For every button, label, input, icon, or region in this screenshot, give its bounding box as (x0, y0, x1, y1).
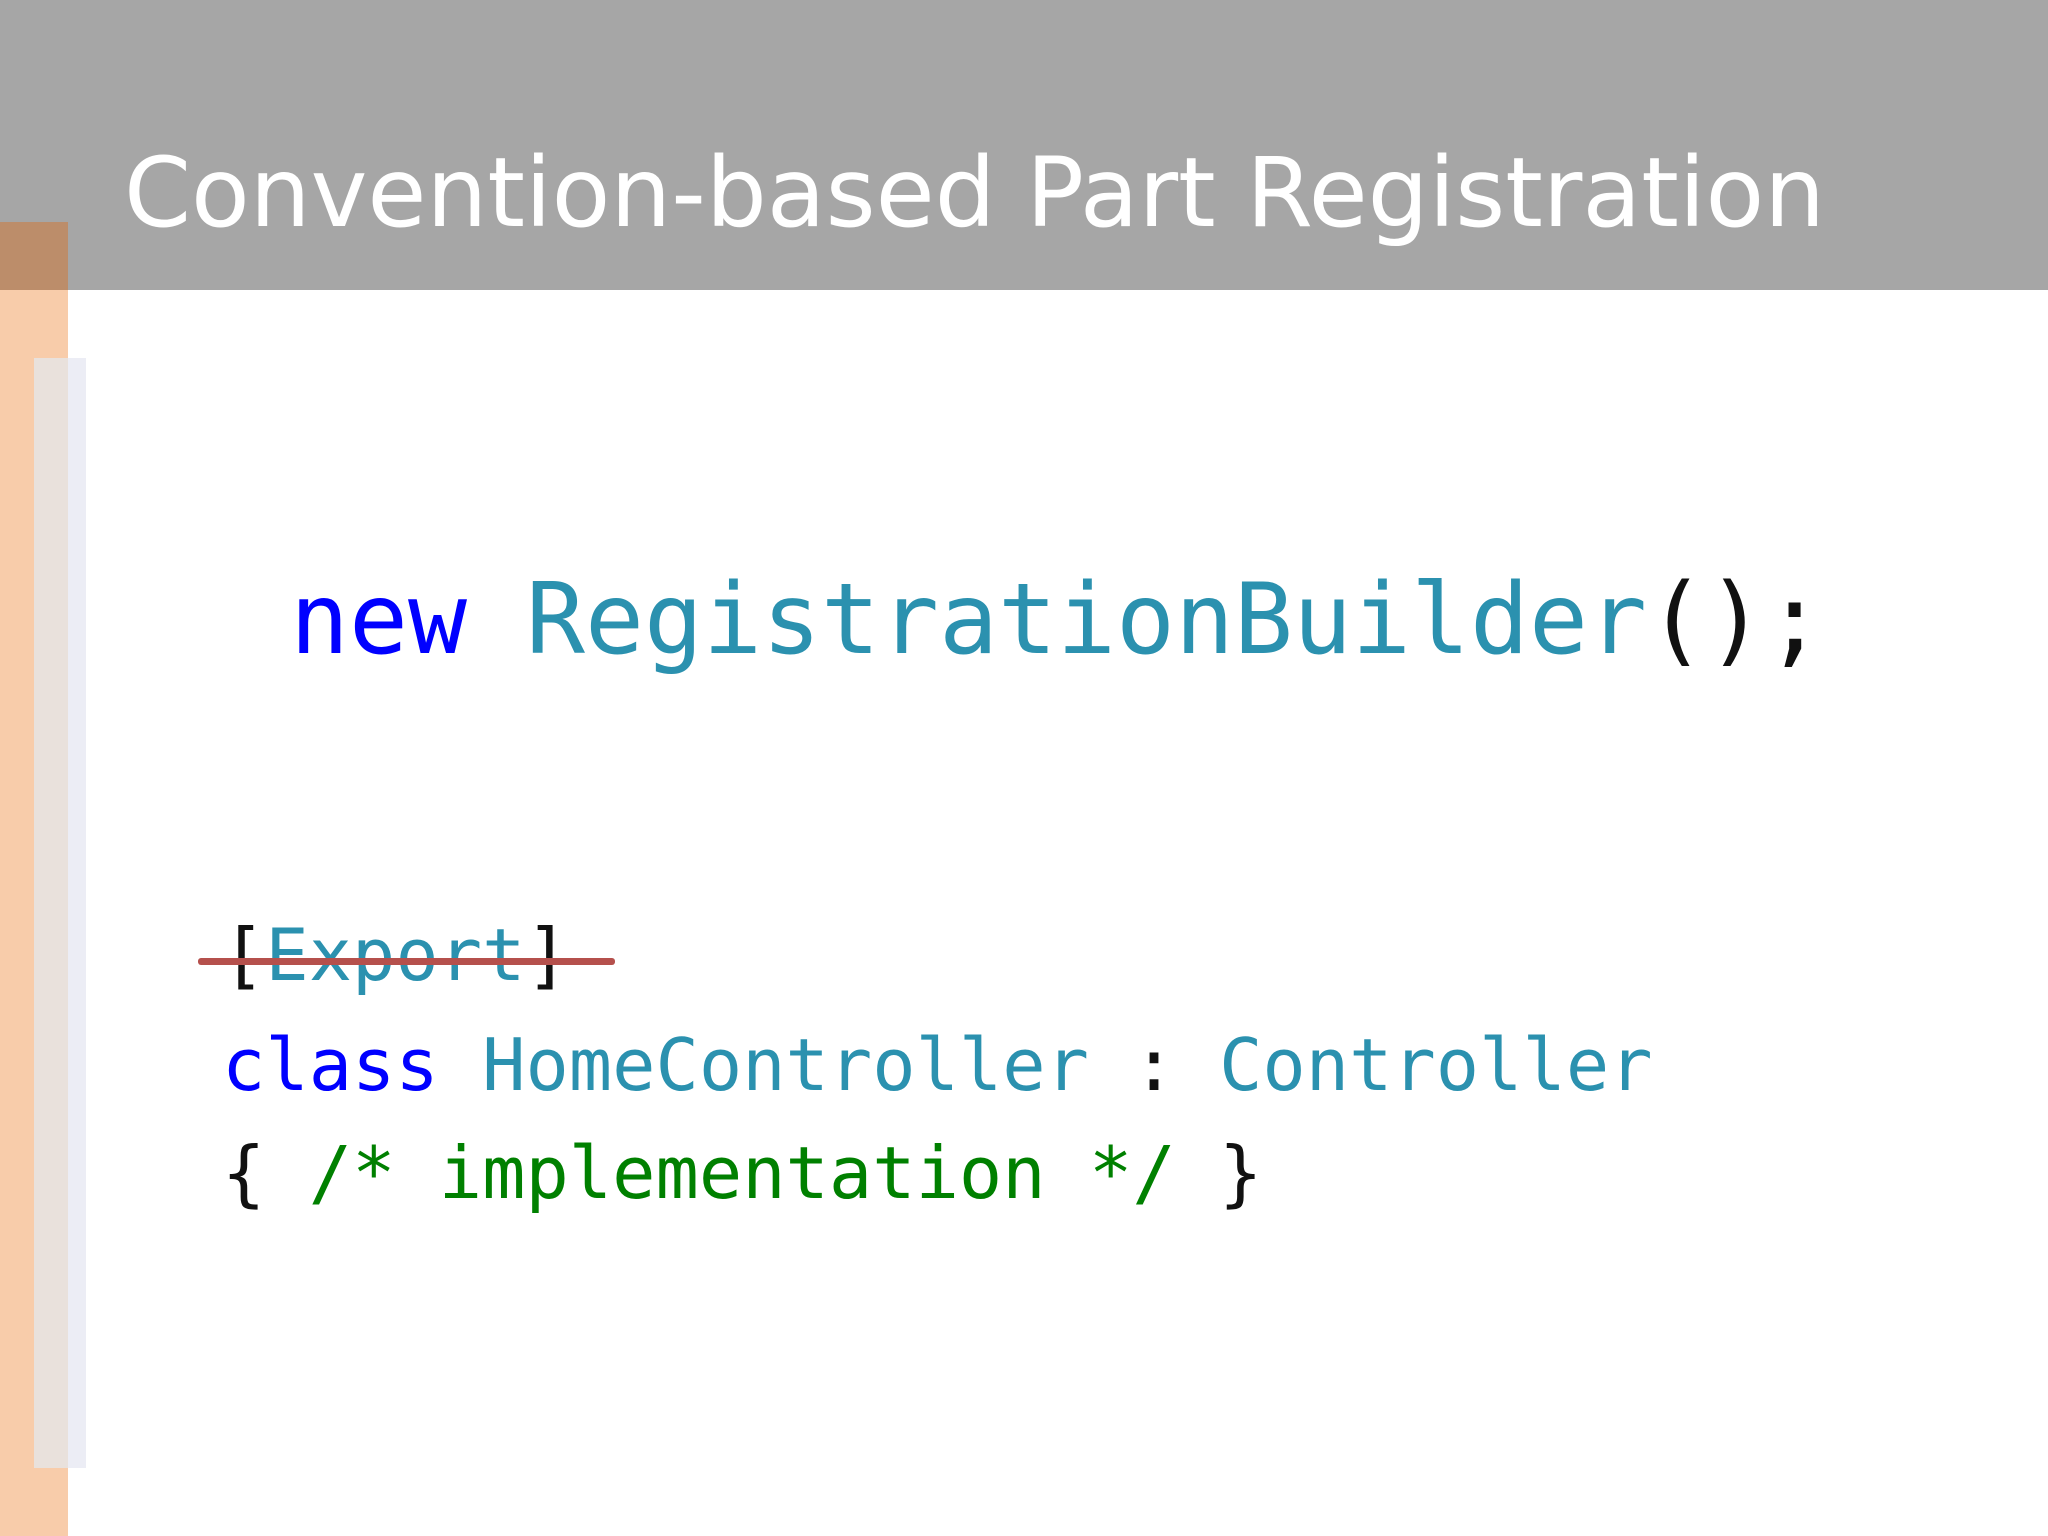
keyword-new: new (290, 563, 468, 677)
code-snippet-registration-builder: new RegistrationBuilder(); (290, 555, 1824, 685)
accent-strip-top (0, 222, 68, 290)
colon: : (1132, 1023, 1176, 1107)
header-bar (0, 0, 2048, 290)
code-punctuation: (); (1647, 563, 1825, 677)
slide-title: Convention-based Part Registration (124, 137, 1826, 249)
type-registration-builder: RegistrationBuilder (526, 563, 1648, 677)
attribute-close-bracket: ] (525, 913, 569, 997)
inner-strip-edge (68, 358, 86, 1468)
close-brace: } (1219, 1131, 1263, 1215)
class-name: HomeController (482, 1023, 1089, 1107)
open-brace: { (222, 1131, 266, 1215)
attribute-open-bracket: [ (222, 913, 266, 997)
strikethrough-line (198, 958, 615, 965)
implementation-comment: /* implementation */ (308, 1131, 1176, 1215)
export-attribute: [Export] (198, 910, 615, 1000)
code-line-class-body: { /* implementation */ } (222, 1128, 1262, 1218)
base-class-name: Controller (1219, 1023, 1653, 1107)
attribute-name: Export (265, 913, 526, 997)
code-line-attribute: [Export] (198, 910, 615, 1000)
code-line-class-declaration: class HomeController : Controller (222, 1020, 1653, 1110)
keyword-class: class (222, 1023, 439, 1107)
